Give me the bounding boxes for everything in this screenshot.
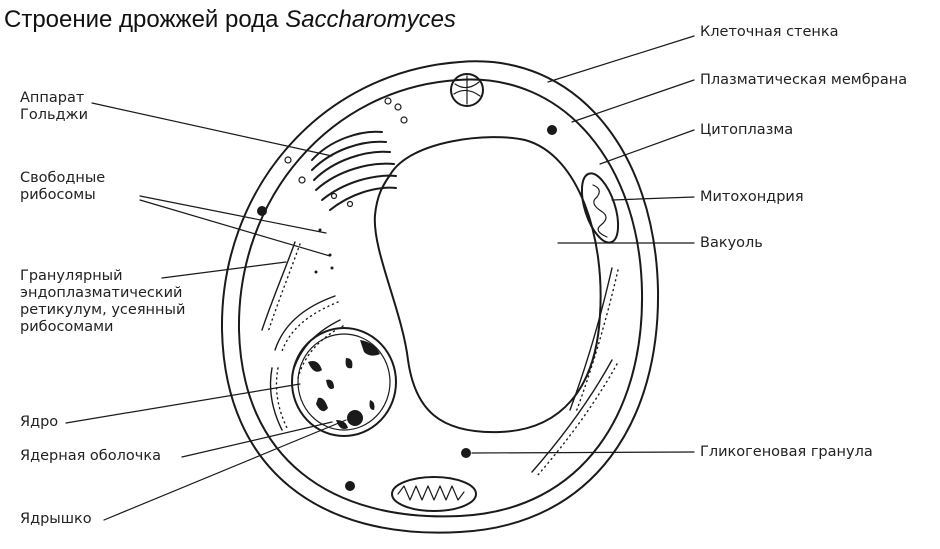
label-glycogen-granule: Гликогеновая гранула — [700, 444, 873, 460]
label-nuclear-envelope: Ядерная оболочка — [20, 448, 161, 464]
nucleus — [291, 327, 397, 437]
mitochondrion-bottom — [391, 476, 477, 512]
label-vacuole: Вакуоль — [700, 235, 763, 251]
label-cell-wall: Клеточная стенка — [700, 24, 839, 40]
label-mitochondrion: Митохондрия — [700, 189, 804, 205]
golgi-apparatus — [284, 97, 408, 211]
label-nucleus: Ядро — [20, 414, 59, 430]
glycogen-granules — [257, 125, 557, 491]
nucleolus — [347, 410, 363, 426]
mitochondrion-right — [580, 172, 620, 244]
plasma-membrane — [237, 78, 644, 518]
mitochondrion-top — [450, 73, 484, 107]
label-plasma-membrane: Плазматическая мембрана — [700, 72, 908, 88]
label-free-ribosomes: Свободные рибосомы — [20, 170, 106, 203]
cell-wall — [220, 60, 660, 534]
label-rough-er: Гранулярный эндоплазматический ретикулум… — [20, 268, 186, 335]
chromatin — [308, 340, 380, 429]
leader-lines — [65, 35, 695, 521]
page-title: Строение дрожжей рода Saccharomyces — [4, 6, 456, 34]
vacuole — [373, 136, 602, 434]
free-ribosomes — [314, 228, 334, 274]
title-genus: Saccharomyces — [285, 6, 456, 33]
rough-er — [261, 241, 619, 477]
label-nucleolus: Ядрышко — [20, 511, 92, 527]
label-golgi: Аппарат Гольджи — [20, 90, 89, 123]
title-main: Строение дрожжей рода — [4, 6, 279, 33]
label-cytoplasm: Цитоплазма — [700, 122, 794, 138]
